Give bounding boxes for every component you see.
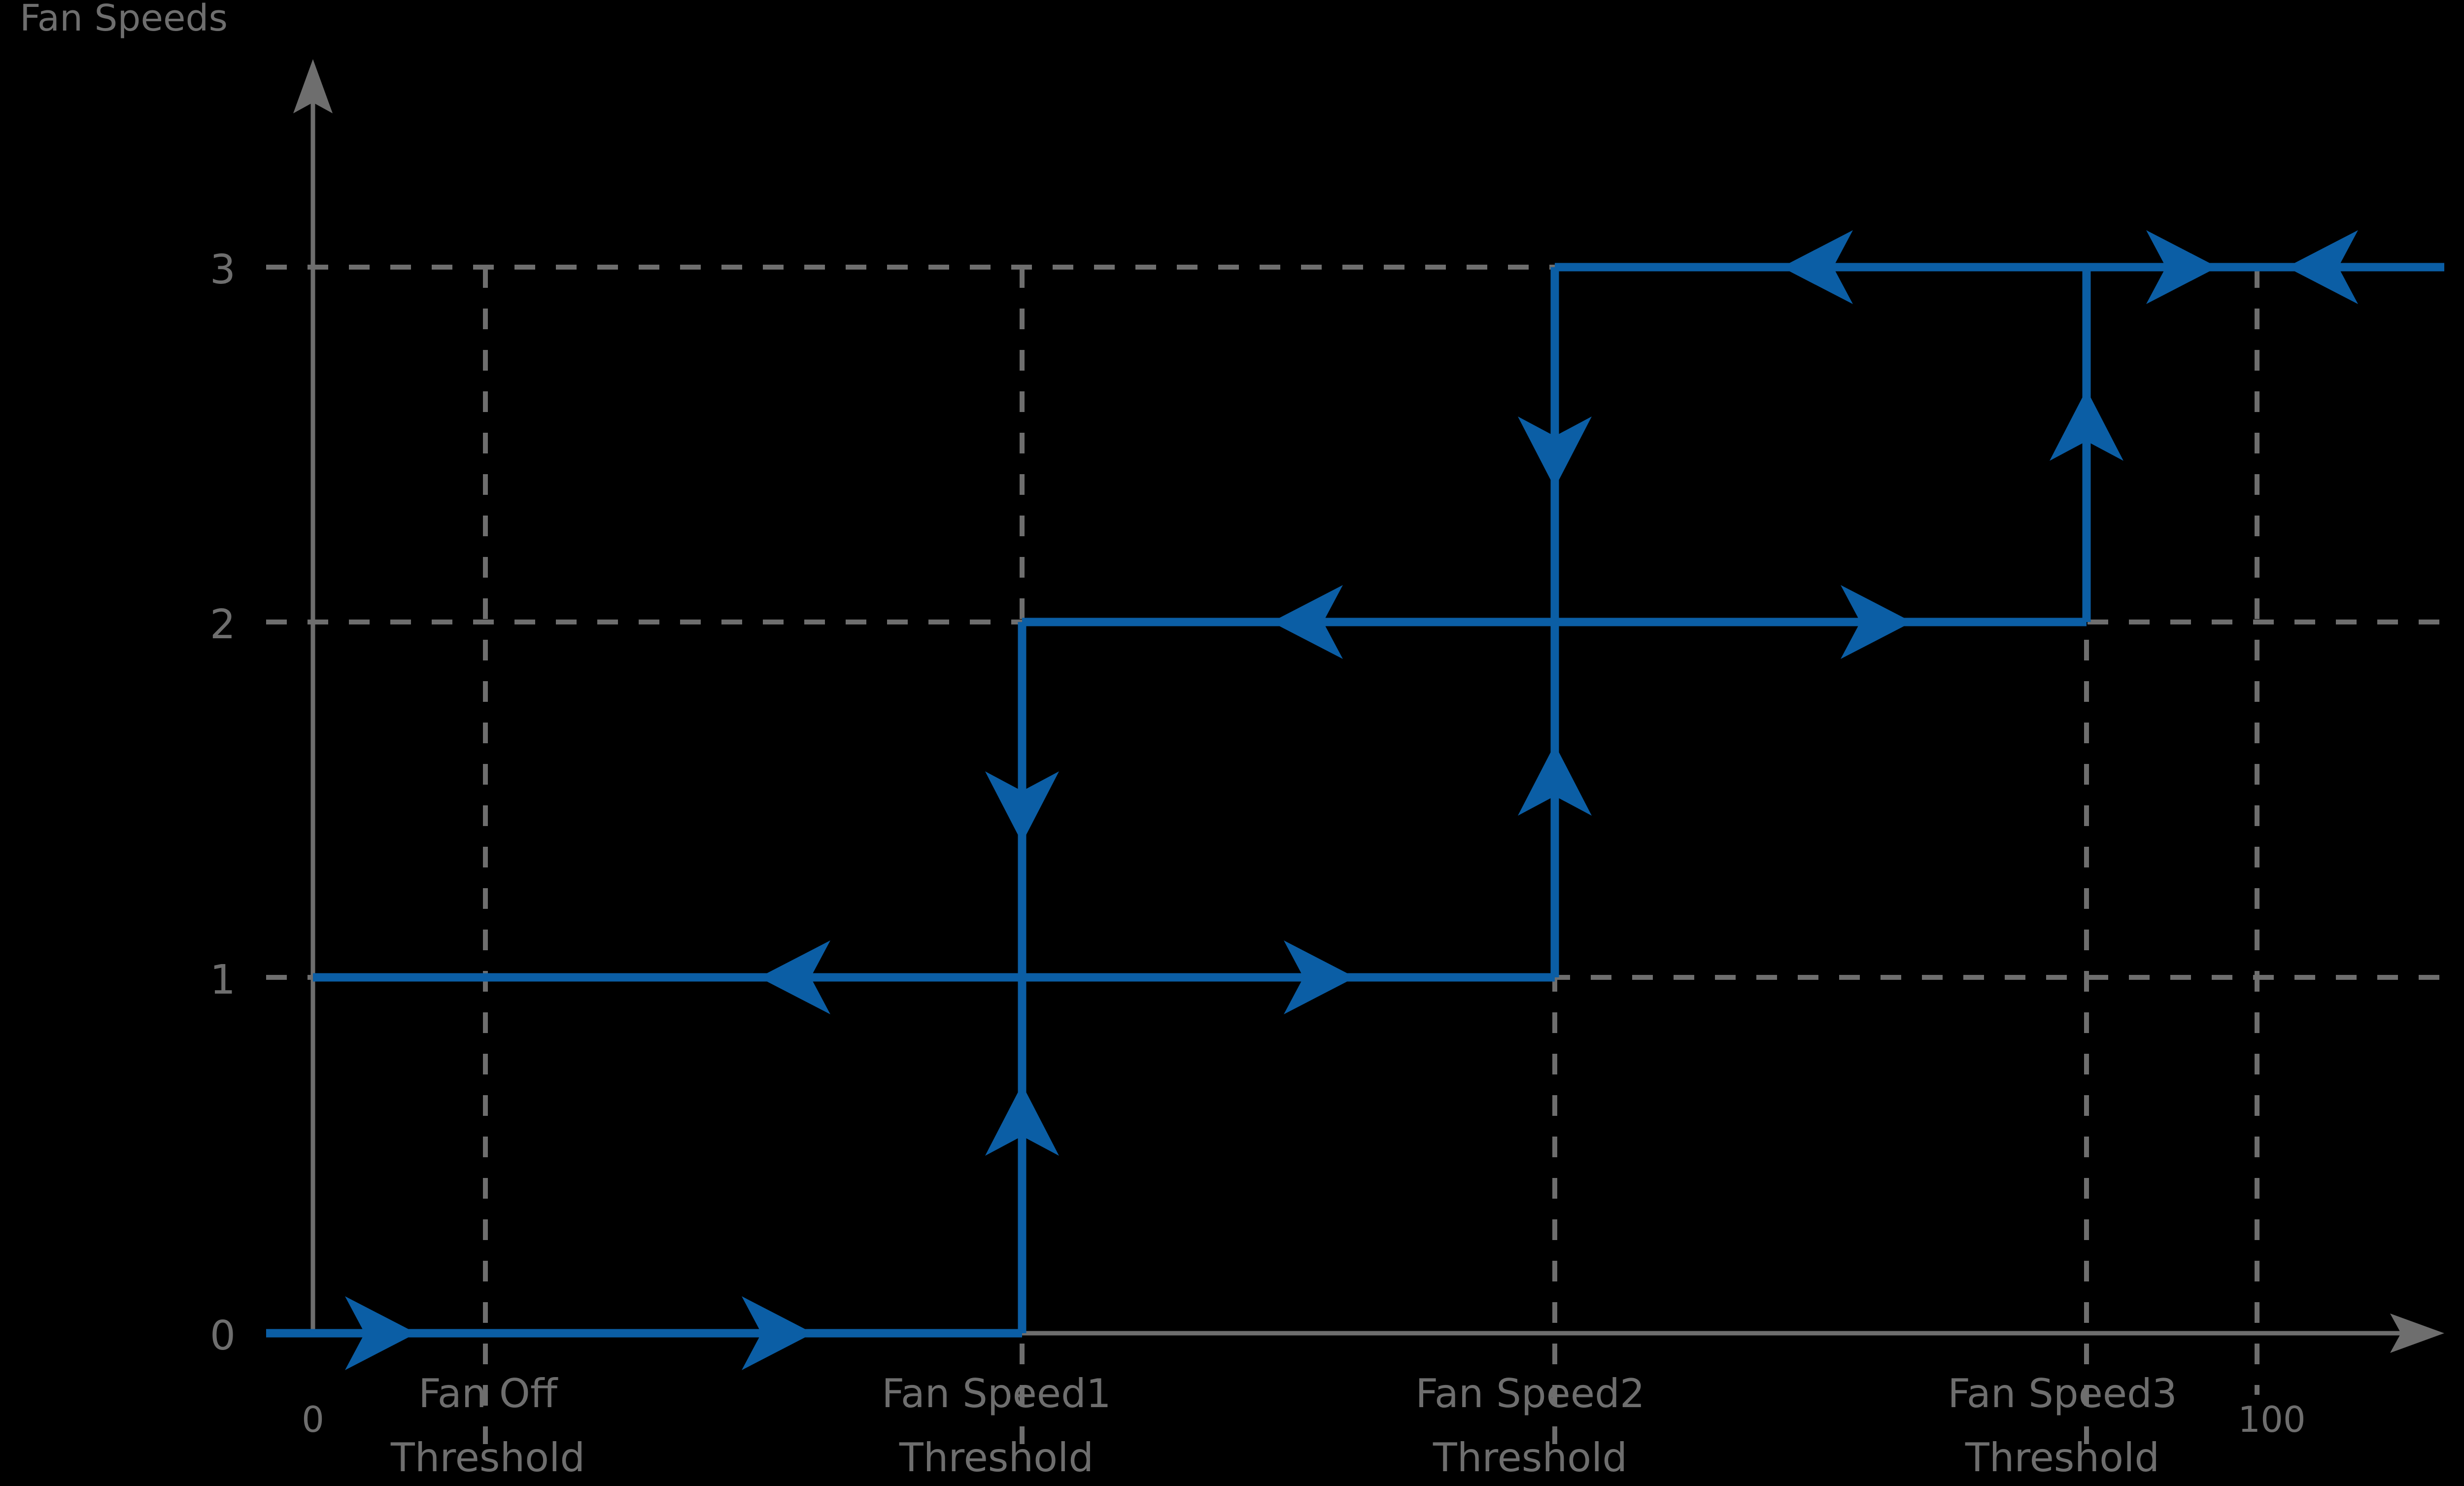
y-tick-label-1: 1 — [210, 957, 236, 1003]
y-tick-label-3: 3 — [210, 246, 236, 293]
threshold-labels: Fan Off Threshold Fan Speed1 Threshold F… — [390, 1371, 2177, 1481]
y-axis-ticks: 3 2 1 0 — [210, 246, 236, 1359]
arrow-up-fs3 — [2050, 389, 2123, 461]
label-fan-speed1-threshold-line2: Threshold — [899, 1435, 1094, 1481]
y-tick-label-0: 0 — [210, 1313, 236, 1359]
label-fan-speed2-threshold-line1: Fan Speed2 — [1415, 1371, 1645, 1417]
arrow-right-level2 — [1841, 585, 1912, 659]
x-tick-label-0: 0 — [302, 1399, 324, 1440]
label-fan-off-threshold-line1: Fan Off — [418, 1371, 558, 1417]
arrow-left-level1 — [759, 940, 830, 1014]
arrow-right-level3 — [2146, 230, 2218, 304]
arrow-down-fs1-upper — [985, 771, 1059, 843]
label-fan-speed3-threshold-line1: Fan Speed3 — [1948, 1371, 2177, 1417]
x-axis-arrowhead — [2390, 1313, 2444, 1353]
arrow-right-level0-a — [345, 1296, 416, 1370]
chart-title: Fan Speeds — [20, 0, 228, 39]
arrow-up-fs1-lower — [985, 1084, 1059, 1156]
y-axis-arrowhead — [293, 59, 333, 113]
arrow-right-level1 — [1284, 940, 1355, 1014]
axes — [293, 59, 2444, 1353]
x-tick-label-100: 100 — [2238, 1399, 2305, 1440]
arrow-left-level3-inner — [1781, 230, 1853, 304]
arrow-down-fs2 — [1518, 416, 1592, 488]
arrow-up-fs2 — [1518, 744, 1592, 816]
arrow-left-level2 — [1271, 585, 1343, 659]
label-fan-speed1-threshold-line1: Fan Speed1 — [882, 1371, 1111, 1417]
x-axis-ticks: 0 100 — [302, 1399, 2306, 1440]
label-fan-off-threshold-line2: Threshold — [390, 1435, 585, 1481]
fan-speed-curve — [266, 230, 2444, 1370]
arrow-right-level0-b — [742, 1296, 813, 1370]
arrow-left-level3-outer — [2287, 230, 2358, 304]
label-fan-speed2-threshold-line2: Threshold — [1433, 1435, 1627, 1481]
label-fan-speed3-threshold-line2: Threshold — [1965, 1435, 2159, 1481]
y-tick-label-2: 2 — [210, 601, 236, 648]
vertical-threshold-gridlines — [483, 267, 2259, 1444]
